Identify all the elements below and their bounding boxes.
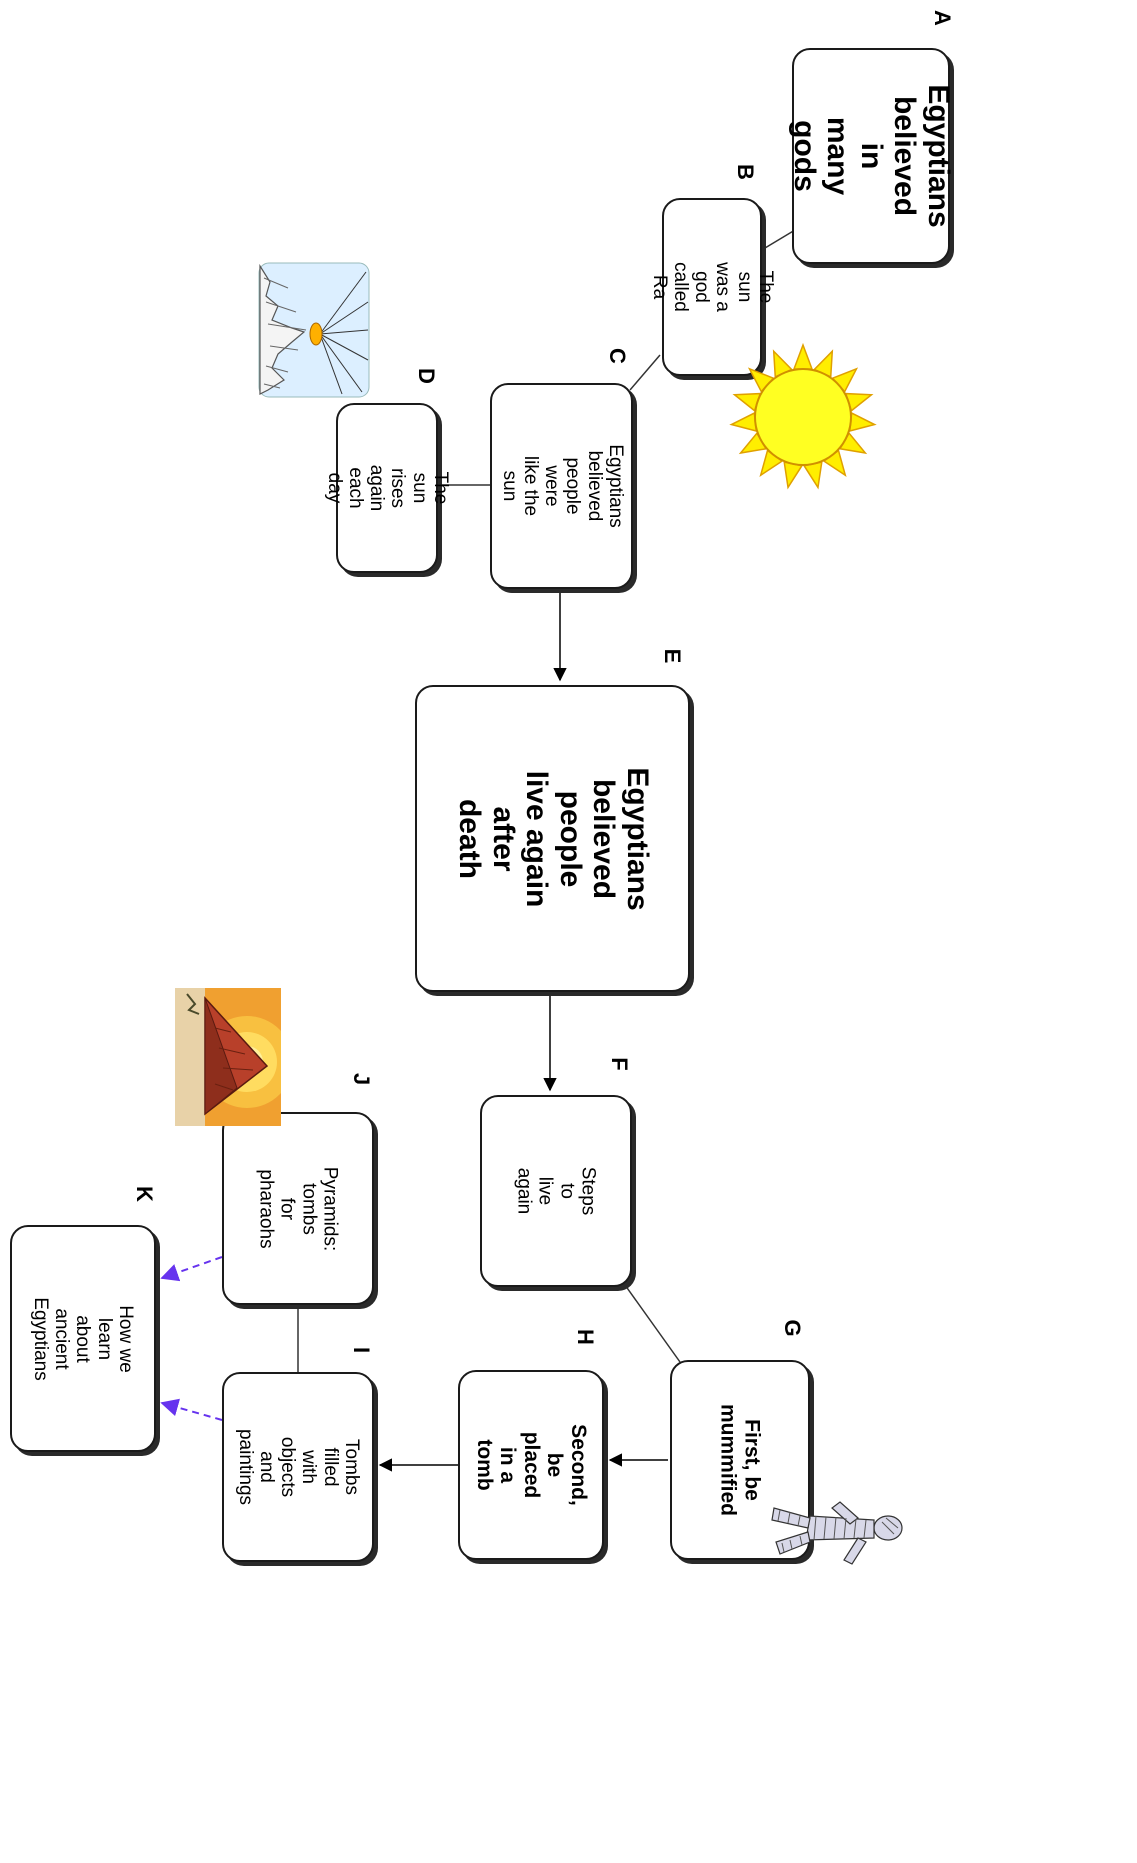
label-c: C (605, 348, 630, 364)
sunrise-mountains-icon (258, 262, 370, 398)
node-f-text: Steps to live again (513, 1166, 599, 1216)
node-c-text: Egyptians believed people were like the … (497, 444, 626, 528)
node-g-text: First, be mummified (717, 1403, 764, 1517)
node-h-text: Second, be placed in a tomb (472, 1424, 590, 1506)
label-h: H (573, 1329, 598, 1345)
node-e: Egyptians believed people live again aft… (415, 685, 690, 992)
node-i-text: Tombs filled with objects and paintings (234, 1428, 362, 1506)
edge-a-b (764, 229, 796, 249)
label-j: J (349, 1072, 374, 1086)
label-b: B (733, 164, 758, 180)
node-h: Second, be placed in a tomb (458, 1370, 604, 1560)
node-k: How we learn about ancient Egyptians (10, 1225, 156, 1452)
node-e-text: Egyptians believed people live again aft… (452, 766, 654, 911)
sun-icon (729, 342, 877, 490)
node-d: The sun rises again each day (323, 403, 451, 573)
node-j-text: Pyramids: tombs for pharaohs (255, 1166, 341, 1251)
label-e: E (660, 648, 685, 664)
label-i: I (349, 1346, 374, 1354)
node-i: Tombs filled with objects and paintings (222, 1372, 374, 1562)
node-a-text: Egyptians believed in many gods (787, 84, 955, 228)
node-c: Egyptians believed people were like the … (490, 383, 633, 589)
label-a: A (930, 10, 955, 26)
edge-b-c (629, 354, 661, 391)
label-g: G (780, 1319, 805, 1337)
node-a: Egyptians believed in many gods (788, 48, 955, 264)
edge-f-g (624, 1284, 681, 1363)
node-f: Steps to live again (480, 1095, 632, 1287)
node-d-text: The sun rises again each day (323, 464, 451, 512)
label-k: K (132, 1186, 157, 1202)
node-b-text: The sun was a god called Ra (648, 262, 776, 312)
label-f: F (607, 1057, 632, 1071)
edge-i-k (160, 1398, 223, 1421)
node-b: The sun was a god called Ra (648, 198, 776, 376)
node-g: First, be mummified (670, 1360, 810, 1560)
edge-j-k (160, 1256, 223, 1282)
mummy-icon (771, 1501, 903, 1565)
label-d: D (414, 368, 439, 384)
node-j: Pyramids: tombs for pharaohs (222, 1112, 374, 1305)
pyramid-icon (175, 988, 281, 1126)
node-k-text: How we learn about ancient Egyptians (30, 1296, 137, 1381)
